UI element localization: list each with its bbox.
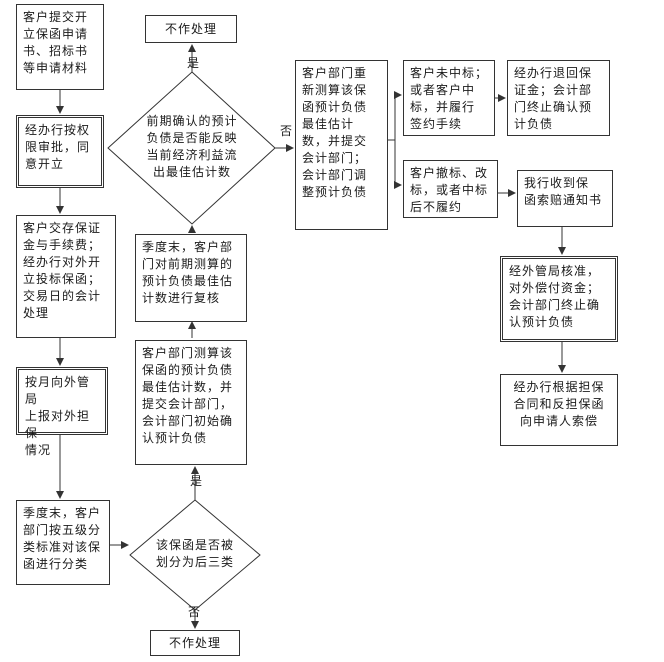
node-recourse: 经办行根据担保 合同和反担保函 向申请人索偿 [500,374,618,446]
node-quarterly-review: 季度末，客户部 门对前期测算的 预计负债最佳估 计数进行复核 [135,234,247,322]
terminal-no-action-bottom: 不作处理 [150,630,240,656]
label-yes-bottom: 是 [190,474,203,488]
node-bank-approval: 经办行按权 限审批，同 意开立 [16,115,104,188]
node-remeasure-liability: 客户部门重 新测算该保 函预计负债 最佳估计 数，并提交 会计部门； 会计部门调… [295,60,388,230]
node-safe-payment: 经外管局核准， 对外偿付资金； 会计部门终止确 认预计负债 [500,256,618,342]
decision-diamond-review [107,71,276,225]
node-submit-application: 客户提交开 立保函申请 书、招标书 等申请材料 [16,4,104,90]
label-yes-top: 是 [187,56,200,70]
label-no-right: 否 [280,124,293,138]
node-return-deposit: 经办行退回保 证金；会计部 门终止确认预 计负债 [507,60,610,136]
decision-review-text: 前期确认的预计 负债是否能反映 当前经济利益流 出最佳估计数 [146,114,238,179]
decision-classification-text: 该保函是否被 划分为后三类 [155,538,234,569]
node-quarterly-classification: 季度末，客户 部门按五级分 类标准对该保 函进行分类 [16,500,110,585]
node-deposit-and-issue: 客户交存保证 金与手续费； 经办行对外开 立投标保函； 交易日的会计 处理 [16,215,116,338]
arrow-r1-r4 [394,140,401,186]
terminal-no-action-top: 不作处理 [145,15,237,43]
arrow-r1-r2 [388,91,402,141]
node-not-awarded: 客户未中标； 或者客户中 标，并履行 签约手续 [403,60,495,136]
label-no-bottom: 否 [188,605,201,619]
node-report-to-safe: 按月向外管局 上报对外担保 情况 [16,367,108,457]
node-withdraw-bid: 客户撤标、改 标，或者中标 后不履约 [403,160,498,218]
node-claim-notice: 我行收到保 函索赔通知书 [517,170,613,227]
node-initial-recognition: 客户部门测算该 保函的预计负债 最佳估计数，并 提交会计部门， 会计部门初始确 … [135,340,247,465]
